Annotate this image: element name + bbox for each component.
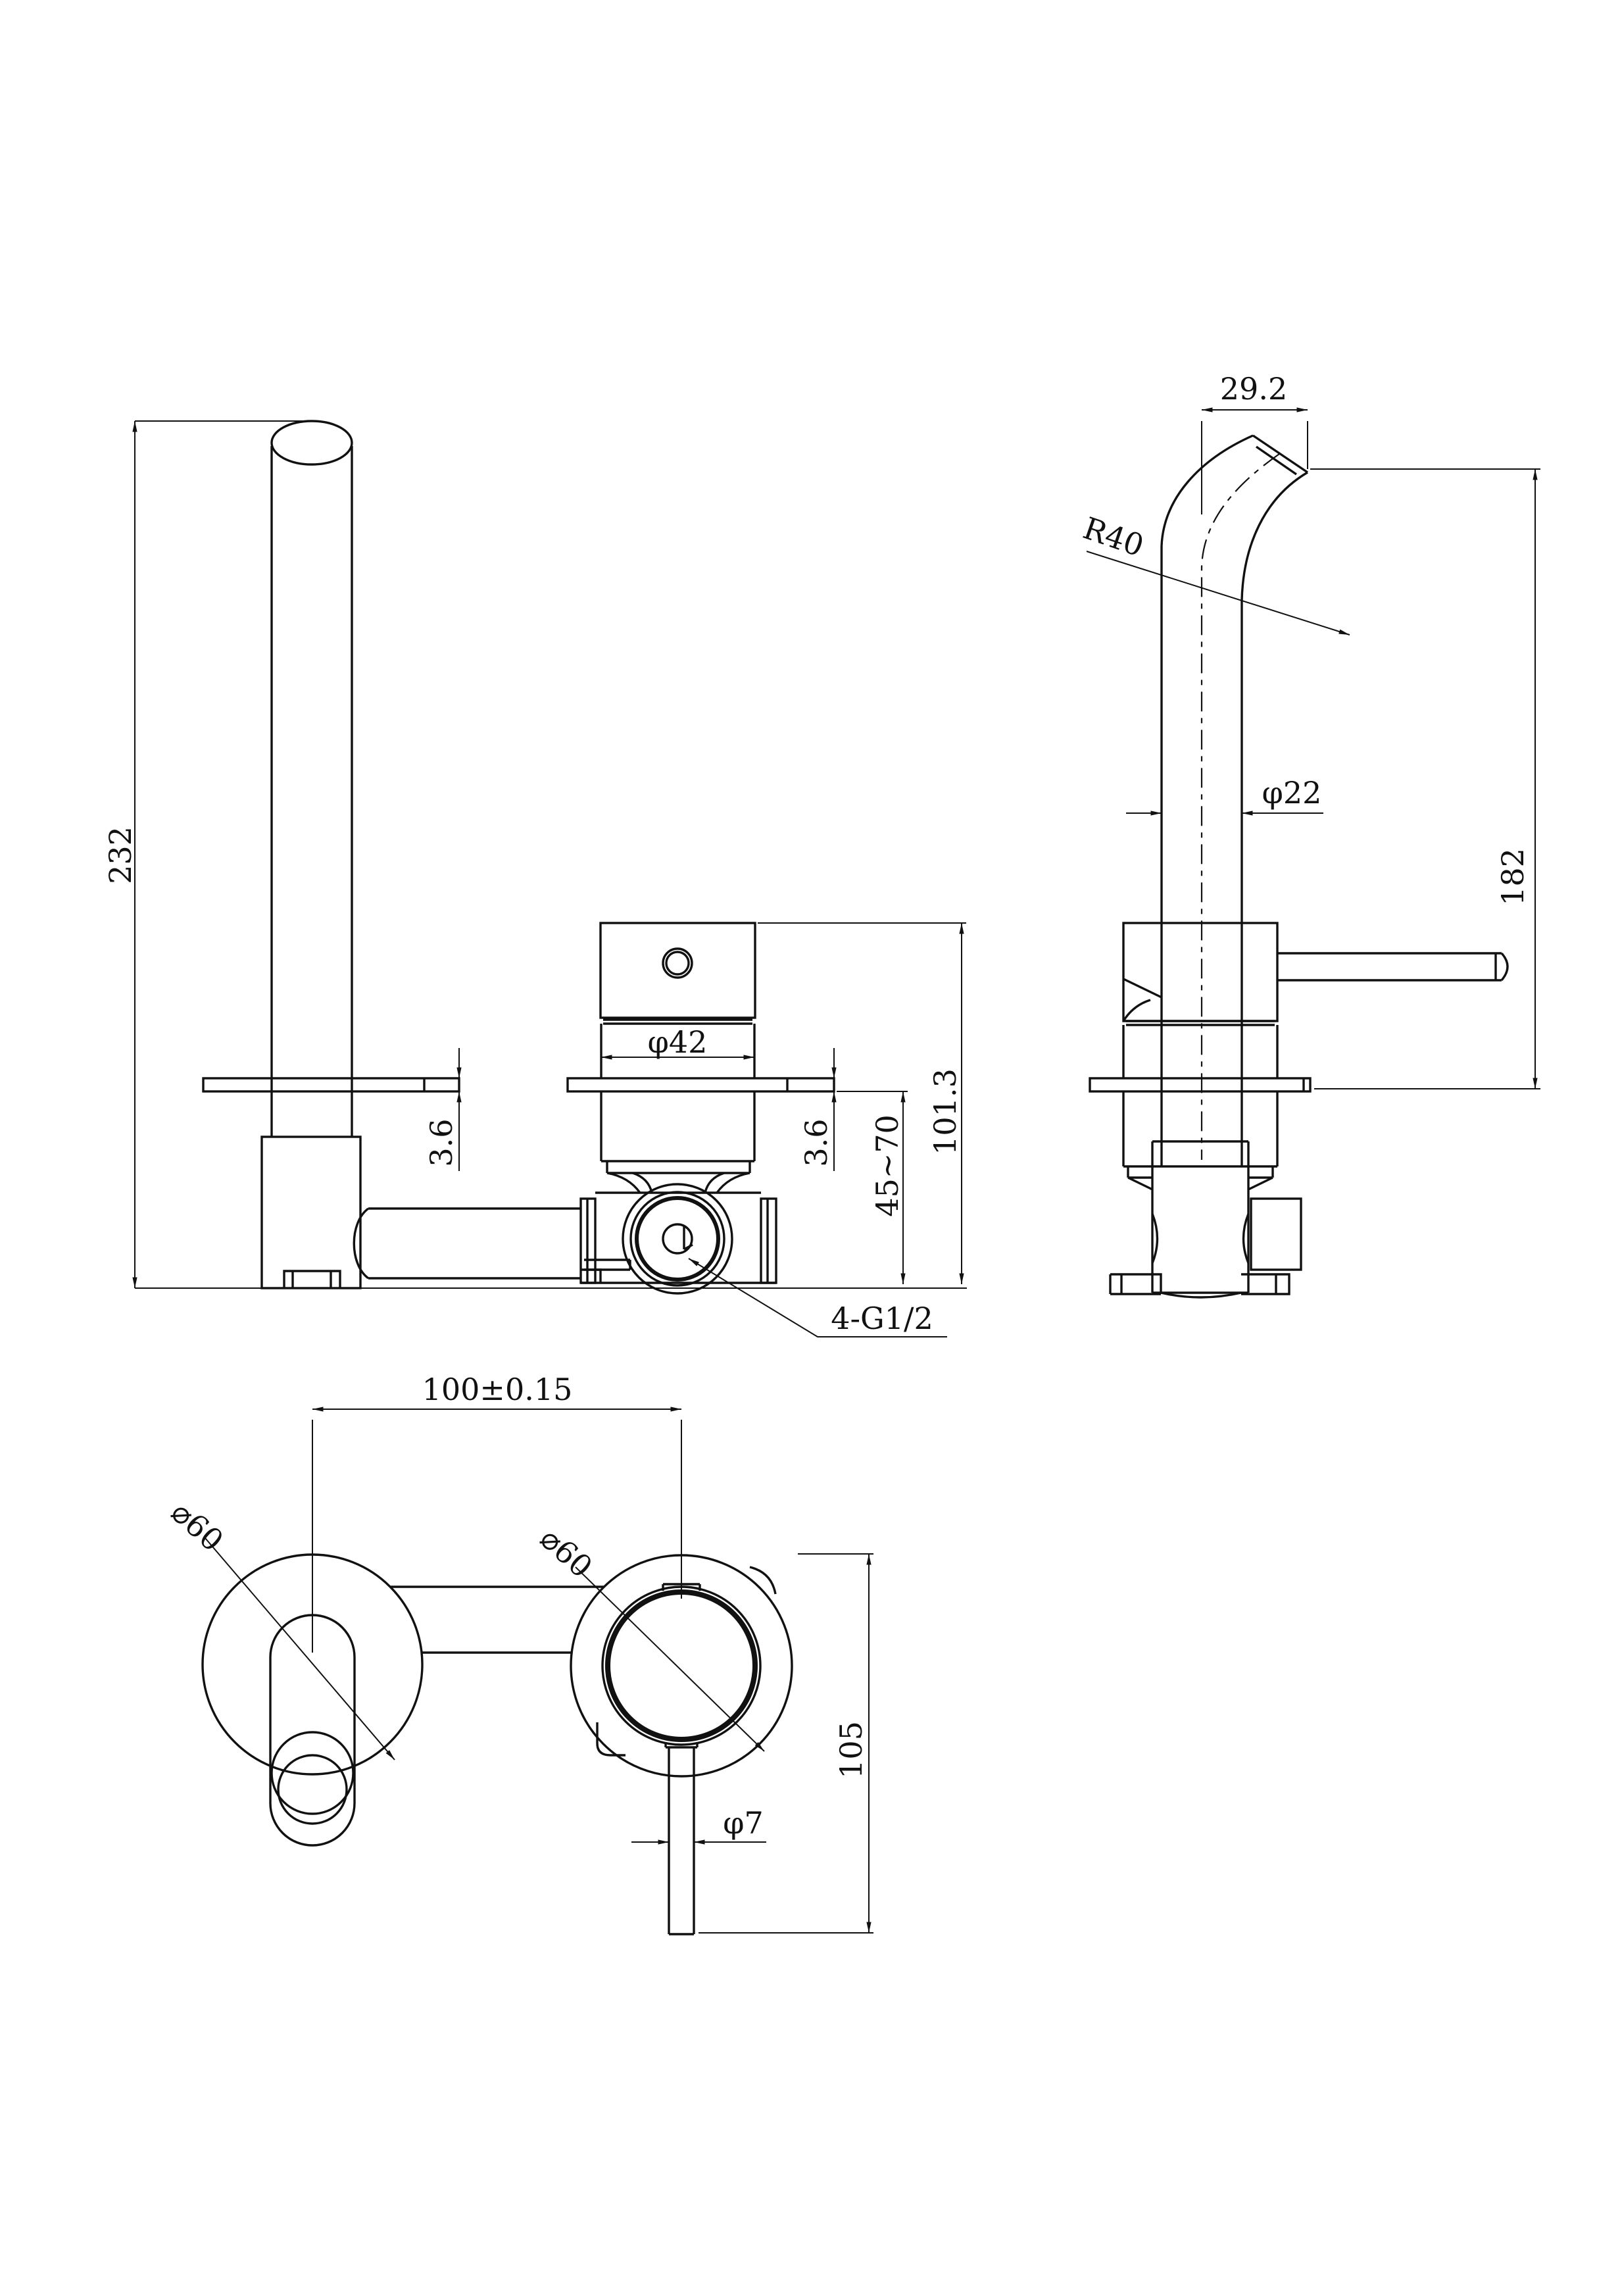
spout-wall-plate: [202, 1077, 460, 1093]
valve-port-circle: [622, 1183, 733, 1295]
spout-body: [260, 1136, 362, 1289]
dim-right-plate-thickness: 3.6: [798, 1118, 834, 1167]
valve-handle-block: [599, 922, 756, 1019]
dim-handle-length: 105: [833, 1721, 869, 1779]
valve-wall-plate: [566, 1077, 835, 1093]
dim-spout-tube-diameter: φ22: [1262, 775, 1322, 811]
dim-left-plate-thickness: 3.6: [424, 1118, 459, 1167]
spout-top-ellipse: [270, 420, 353, 466]
dim-side-spout-height: 182: [1495, 848, 1531, 906]
dim-spout-height: 232: [103, 826, 138, 884]
dim-overall-height: 101.3: [927, 1068, 963, 1155]
side-wall-plate: [1089, 1077, 1312, 1093]
dimension-lines: [132, 407, 1540, 1934]
dim-valve-body-diameter: φ42: [647, 1024, 708, 1060]
side-view: [1089, 434, 1509, 1299]
front-view: [202, 420, 835, 1295]
dim-center-distance: 100±0.15: [422, 1372, 573, 1407]
plan-view: [201, 1553, 793, 1935]
dim-thread-spec: 4-G1/2: [831, 1301, 933, 1336]
dim-spout-tip-offset: 29.2: [1219, 371, 1288, 407]
dim-handle-stem-diameter: φ7: [723, 1805, 764, 1841]
tube-centerline: [1200, 453, 1280, 1160]
dim-installation-depth: 45~70: [870, 1114, 905, 1217]
